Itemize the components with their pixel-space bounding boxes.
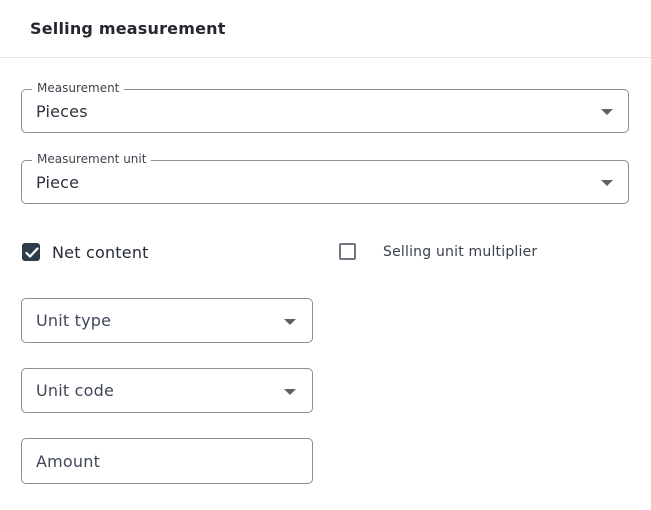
unit-type-select[interactable]: Unit type <box>21 298 313 343</box>
chevron-down-icon <box>601 109 613 115</box>
page-title: Selling measurement <box>30 19 226 38</box>
net-content-label: Net content <box>52 243 149 262</box>
amount-field[interactable]: Amount <box>21 438 313 484</box>
measurement-select-value: Pieces <box>36 101 88 121</box>
net-content-checkbox[interactable]: Net content <box>22 243 222 262</box>
unit-code-select-placeholder: Unit code <box>36 381 115 400</box>
selling-unit-multiplier-checkbox[interactable]: Selling unit multiplier <box>339 243 579 262</box>
measurement-unit-select[interactable]: Measurement unit Piece <box>21 152 629 204</box>
chevron-down-icon <box>284 318 296 325</box>
measurement-unit-select-value: Piece <box>36 172 80 192</box>
checkmark-icon <box>25 247 39 258</box>
amount-field-placeholder: Amount <box>36 451 101 471</box>
selling-unit-multiplier-label: Selling unit multiplier <box>383 244 538 260</box>
unit-type-select-placeholder: Unit type <box>36 311 112 330</box>
measurement-select-label: Measurement <box>32 81 125 95</box>
checkbox-unchecked-icon <box>339 243 356 260</box>
chevron-down-icon <box>284 388 296 395</box>
header-divider <box>0 57 651 58</box>
measurement-select[interactable]: Measurement Pieces <box>21 81 629 133</box>
checkbox-checked-icon <box>22 243 40 261</box>
measurement-unit-select-label: Measurement unit <box>32 152 152 166</box>
unit-code-select[interactable]: Unit code <box>21 368 313 413</box>
chevron-down-icon <box>601 180 613 186</box>
